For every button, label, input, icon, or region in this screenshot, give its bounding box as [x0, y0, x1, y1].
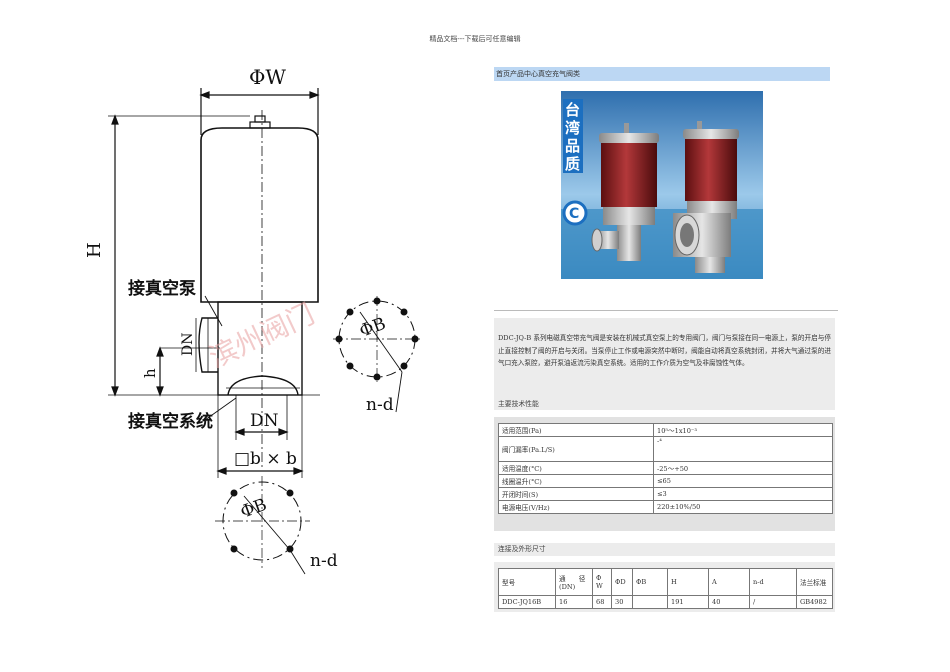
b-box-label: □b × b	[234, 449, 297, 469]
brand-logo-icon	[562, 200, 588, 226]
badge-char-1: 台	[565, 101, 580, 119]
svg-text:C: C	[569, 206, 579, 222]
spec-title: 主要技术性能	[498, 400, 539, 408]
dimension-title: 连接及外形尺寸	[494, 543, 835, 556]
table-row: 适用温度(°C)-25～+50	[498, 461, 833, 475]
pump-label: 接真空泵	[128, 278, 196, 299]
height-label: H	[84, 242, 105, 258]
table-row: 适用范围(Pa)10⁵～1x10⁻³	[498, 423, 833, 437]
table-header-row: 型号 通 径 (DN) Φ W ΦD ΦB H A n-d 法兰标准	[498, 568, 833, 596]
breadcrumb[interactable]: 首页产品中心真空充气阀类	[494, 67, 830, 81]
badge-char-2: 湾	[565, 119, 580, 137]
n-d-bottom-label: n-d	[310, 551, 338, 571]
system-label: 接真空系统	[128, 411, 213, 432]
spec-table: 适用范围(Pa)10⁵～1x10⁻³ 阀门漏率(Pa.L/S)-⁴ 适用温度(°…	[498, 423, 833, 514]
dimension-table: 型号 通 径 (DN) Φ W ΦD ΦB H A n-d 法兰标准 DDC-J…	[498, 568, 833, 609]
table-row: 开闭时间(S)≤3	[498, 487, 833, 501]
product-photo: 台 湾 品 质 C	[561, 91, 763, 279]
phi-w-label: ΦW	[249, 65, 286, 89]
table-row: 阀门漏率(Pa.L/S)-⁴	[498, 436, 833, 462]
dn-bottom-label: DN	[250, 411, 279, 431]
dn-side-label: DN	[180, 333, 196, 356]
table-row: 线圈温升(°C)≤65	[498, 474, 833, 488]
page-header: 精品文档---下载后可任意编辑	[429, 35, 521, 43]
badge-char-4: 质	[565, 155, 580, 173]
phi-b-bottom-label: ΦB	[238, 495, 270, 523]
valve-technical-drawing: ΦW H DN h DN □b × b ΦB n-d ΦB n-d 接真空泵 接…	[84, 65, 420, 575]
phi-b-right-label: ΦB	[357, 314, 389, 342]
table-row: 电源电压(V/Hz)220±10%/50	[498, 500, 833, 514]
n-d-right-label: n-d	[366, 395, 394, 415]
h-small-label: h	[141, 368, 159, 378]
badge-char-3: 品	[565, 137, 580, 155]
table-row: DDC-JQ16B 16 68 30 191 40 / GB4982	[498, 595, 833, 609]
product-description: DDC-JQ-B 系列电磁真空带充气阀是安装在机械式真空泵上的专用阀门，阀门与泵…	[494, 318, 835, 410]
divider	[494, 310, 838, 311]
